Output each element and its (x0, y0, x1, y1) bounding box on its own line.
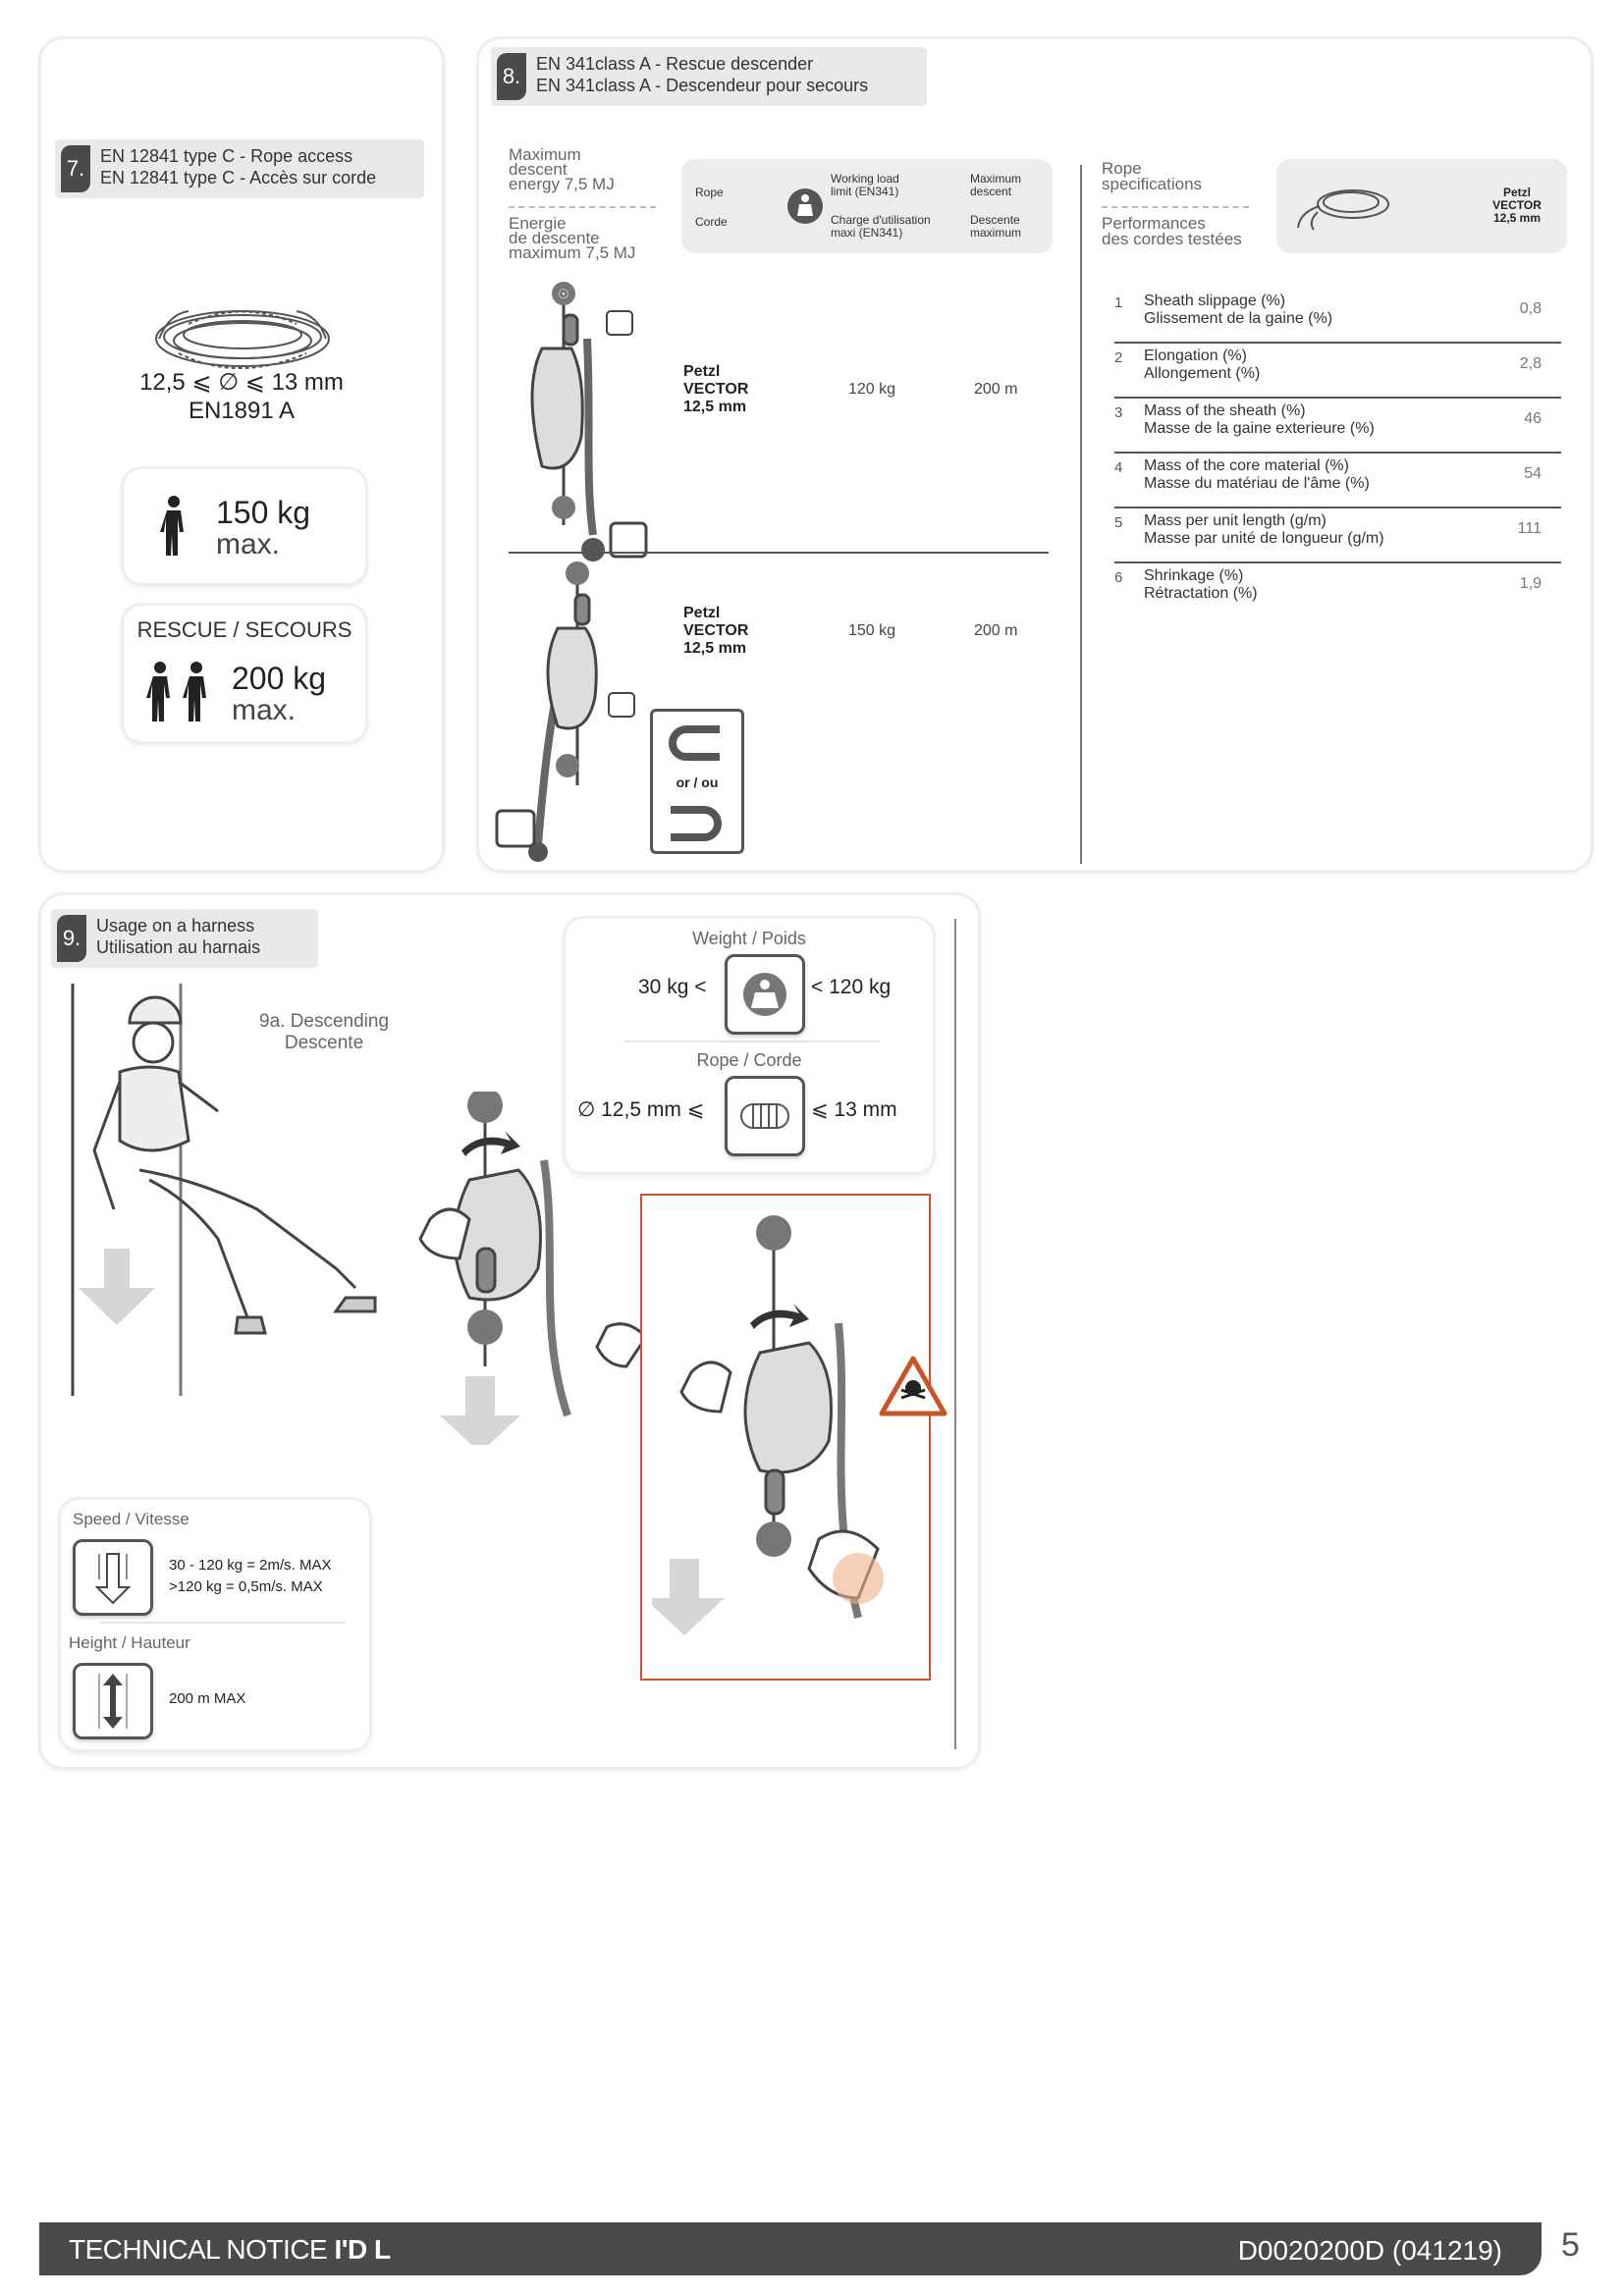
load-descent-icon (787, 188, 823, 224)
braking-option-box: or / ou (650, 709, 744, 854)
warning-frame (640, 1194, 931, 1681)
climber-illustration (71, 984, 377, 1396)
section-number: 8. (497, 53, 526, 100)
max-load-label: max. (216, 528, 281, 561)
height-icon-box (73, 1663, 153, 1739)
row2-rope: Petzl VECTOR 12,5 mm (683, 605, 749, 657)
danger-warning-icon (879, 1356, 947, 1416)
norm-line-en: EN 341class A - Rescue descender (536, 54, 814, 74)
section-7-tag: 7. EN 12841 type C - Rope access EN 1284… (55, 139, 424, 198)
divider (100, 1622, 346, 1624)
spec-rope-name: Petzl VECTOR 12,5 mm (1492, 186, 1542, 225)
speed-line-2: >120 kg = 0,5m/s. MAX (169, 1578, 323, 1595)
spec-row: 2 Elongation (%) Allongement (%) 2,8 (1114, 342, 1561, 399)
height-label: Height / Hauteur (69, 1633, 190, 1652)
usage-line-en: Usage on a harness (96, 916, 255, 935)
energy-label-en: Maximum descent energy 7,5 MJ (509, 145, 615, 193)
rope-coil-icon (155, 310, 330, 369)
person-icon (160, 496, 184, 556)
descender-detail-illustration (418, 1092, 648, 1445)
speed-label: Speed / Vitesse (73, 1510, 189, 1528)
spec-row: 5 Mass per unit length (g/m) Masse par u… (1114, 507, 1561, 563)
spec-row: 4 Mass of the core material (%) Masse du… (1114, 452, 1561, 508)
descender-illustration-2 (495, 561, 635, 862)
column-divider (954, 919, 956, 1749)
rescue-load-value: 200 kg (232, 661, 327, 696)
usage-line-fr: Utilisation au harnais (96, 937, 261, 957)
norm-line-fr: EN 12841 type C - Accès sur corde (100, 168, 377, 187)
load-weight-icon (743, 973, 786, 1016)
speed-height-box: Speed / Vitesse 30 - 120 kg = 2m/s. MAX … (61, 1500, 369, 1749)
row1-rope: Petzl VECTOR 12,5 mm (683, 363, 749, 415)
weight-min: 30 kg < (638, 976, 707, 998)
rope-max: ⩽ 13 mm (811, 1098, 897, 1121)
spec-label-fr: Performances des cordes testées (1102, 214, 1242, 248)
energy-label-fr: Energie de descente maximum 7,5 MJ (509, 214, 636, 262)
row1-load: 120 kg (848, 381, 896, 398)
max-load-box: 150 kg max. (124, 469, 365, 583)
page-number: 5 (1561, 2226, 1580, 2264)
section-8-panel: 8. EN 341class A - Rescue descender EN 3… (479, 39, 1591, 870)
rope-min: ∅ 12,5 mm ⩽ (577, 1098, 705, 1121)
step-label: 9a. Descending Descente (259, 1011, 390, 1053)
section-9-tag: 9. Usage on a harness Utilisation au har… (51, 909, 318, 968)
svg-text:☉: ☉ (558, 288, 569, 302)
row1-descent: 200 m (974, 381, 1018, 398)
divider (624, 1041, 880, 1042)
weight-rope-box: Weight / Poids 30 kg < < 120 kg Rope / C… (566, 919, 933, 1172)
rope-icon-box (725, 1076, 805, 1156)
spec-row: 3 Mass of the sheath (%) Masse de la gai… (1114, 397, 1561, 454)
rescue-load-box: RESCUE / SECOURS 200 kg max. (124, 606, 365, 741)
spec-row: 6 Shrinkage (%) Rétractation (%) 1,9 (1114, 567, 1542, 602)
weight-max: < 120 kg (811, 976, 892, 998)
norm-line-fr: EN 341class A - Descendeur pour secours (536, 76, 869, 95)
header-corde: Corde (695, 215, 728, 229)
rescue-load-label: max. (232, 694, 297, 726)
rope-coil-icon (740, 1103, 789, 1129)
rescue-label: RESCUE / SECOURS (136, 617, 352, 642)
section-8-tag: 8. EN 341class A - Rescue descender EN 3… (491, 47, 927, 106)
u-hook-icon (669, 725, 720, 761)
rope-coil-icon (1297, 189, 1389, 231)
spec-rope-box: Petzl VECTOR 12,5 mm (1276, 159, 1567, 253)
descender-illustration-1: ☉ (530, 282, 648, 561)
column-divider (1080, 165, 1082, 864)
or-label: or / ou (676, 774, 719, 790)
max-load-value: 150 kg (216, 495, 311, 530)
norm-line-en: EN 12841 type C - Rope access (100, 146, 353, 166)
rope-diameter: 12,5 ⩽ ∅ ⩽ 13 mm (139, 369, 344, 396)
height-value: 200 m MAX (169, 1690, 246, 1707)
section-number: 7. (61, 145, 90, 192)
document-code: D0020200D (041219) (1237, 2235, 1502, 2266)
divider (509, 206, 656, 208)
height-icon (98, 1674, 128, 1729)
section-7-panel: 7. EN 12841 type C - Rope access EN 1284… (41, 39, 442, 870)
speed-icon-box (73, 1539, 153, 1616)
spec-row: 1 Sheath slippage (%) Glissement de la g… (1114, 287, 1561, 344)
rope-label: Rope / Corde (696, 1050, 802, 1070)
section-number: 9. (57, 915, 86, 962)
section-9-panel: 9. Usage on a harness Utilisation au har… (41, 895, 978, 1767)
divider (1102, 206, 1249, 208)
row-divider (509, 552, 1049, 554)
spec-label-en: Rope specifications (1102, 159, 1203, 193)
two-persons-icon (146, 662, 206, 721)
weight-icon-box (725, 954, 805, 1035)
wrong-grip-illustration (652, 1215, 884, 1635)
footer-title: TECHNICAL NOTICE I'D L (69, 2234, 391, 2265)
speed-line-1: 30 - 120 kg = 2m/s. MAX (169, 1557, 332, 1574)
weight-label: Weight / Poids (692, 929, 806, 948)
rope-norm: EN1891 A (188, 398, 296, 424)
descent-speed-icon (94, 1553, 132, 1605)
row2-load: 150 kg (848, 622, 896, 639)
header-rope: Rope (695, 186, 724, 199)
row2-descent: 200 m (974, 622, 1018, 639)
u-hook-icon-reversed (671, 806, 722, 841)
footer-bar: TECHNICAL NOTICE I'D L D0020200D (041219… (39, 2222, 1542, 2275)
